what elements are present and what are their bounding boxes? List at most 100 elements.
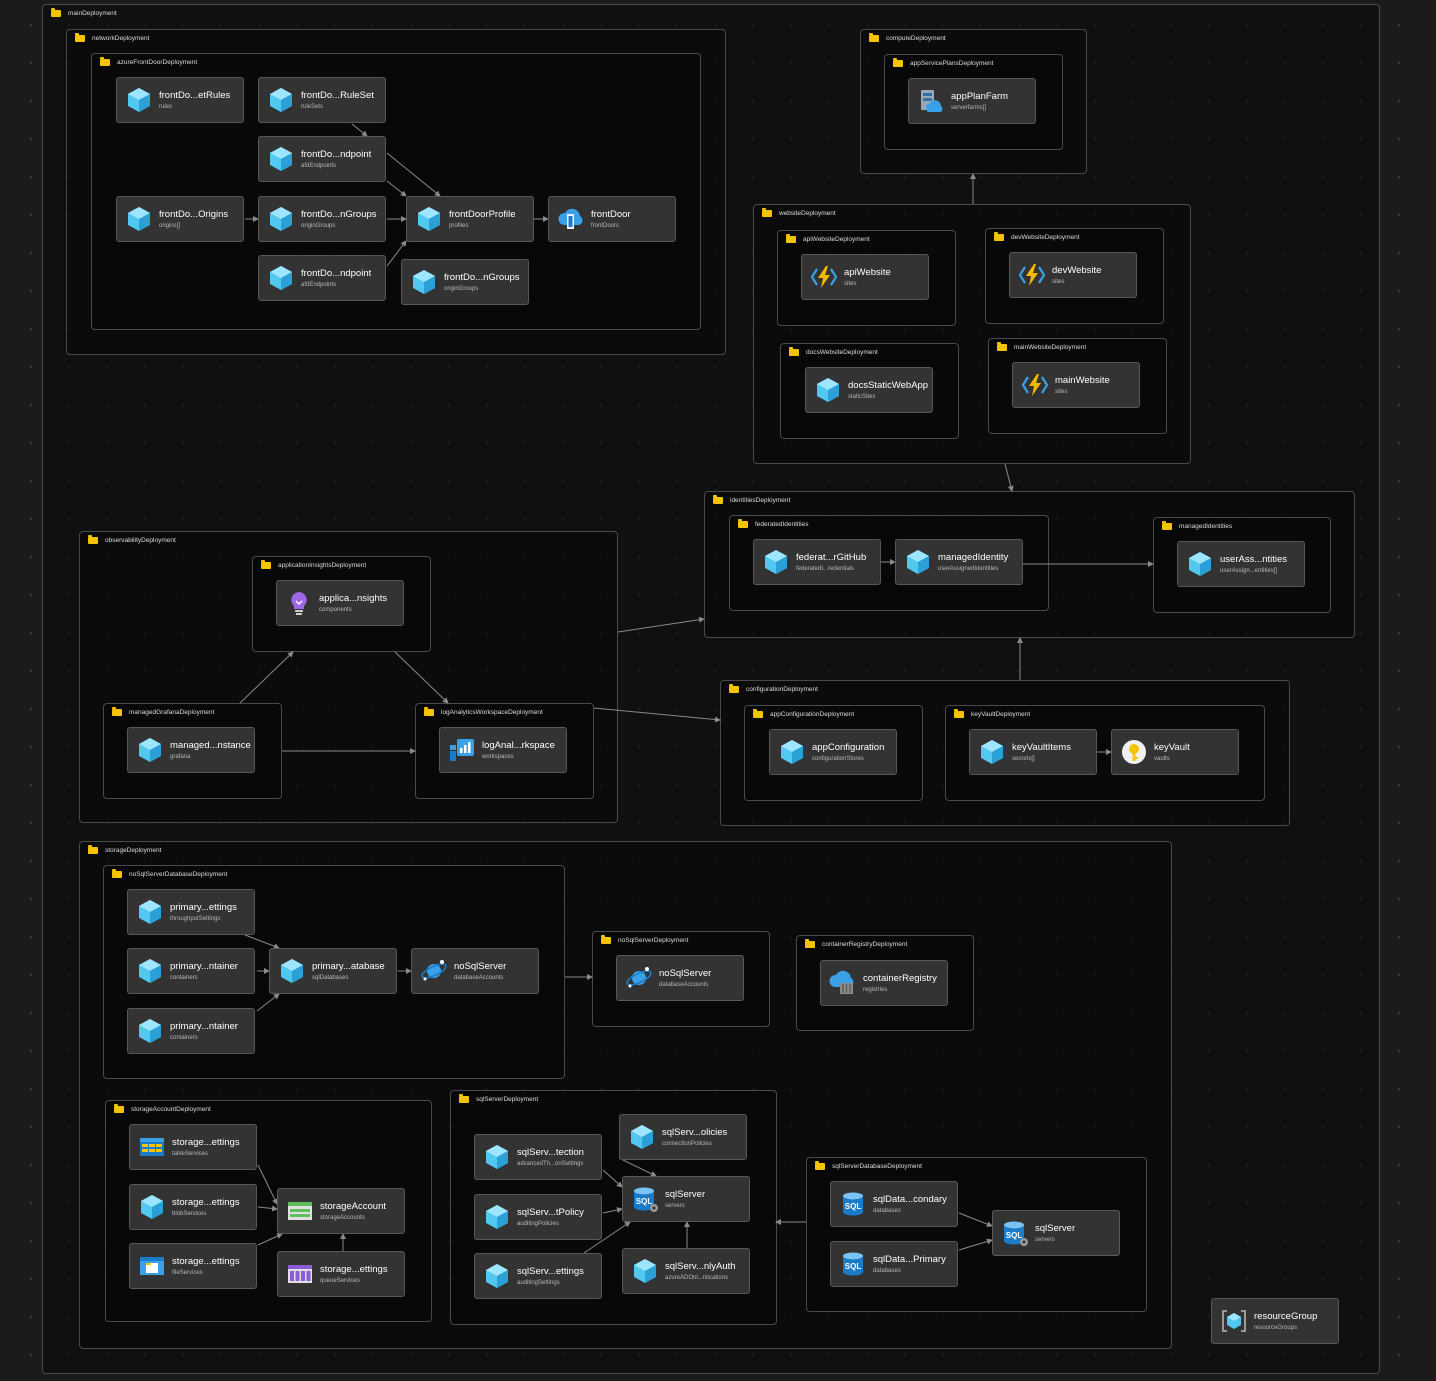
group-label: storageAccountDeployment <box>114 1104 211 1113</box>
function-icon <box>1018 261 1046 289</box>
node-type: throughputSettings <box>170 916 221 922</box>
node-type: fileServices <box>172 1270 203 1276</box>
node-type: vaults <box>1154 756 1170 762</box>
dependency-edge <box>257 1205 278 1212</box>
folder-icon <box>112 707 122 716</box>
node-type: advancedTh...onSettings <box>517 1161 584 1167</box>
dependency-edge <box>618 1157 657 1177</box>
folder-icon <box>805 939 815 948</box>
folder-icon <box>815 1161 825 1170</box>
queue-icon <box>286 1260 314 1288</box>
cosmos-icon <box>625 964 653 992</box>
node-type: containers <box>170 1035 198 1041</box>
group-label-text: docsWebsiteDeployment <box>806 349 878 356</box>
folder-icon <box>738 519 748 528</box>
node-title: sqlData...condary <box>873 1194 947 1205</box>
cube-icon <box>904 548 932 576</box>
registry-icon <box>829 969 857 997</box>
node-type: sites <box>844 281 857 287</box>
group-azureFrontDoorDeployment[interactable]: azureFrontDoorDeployment <box>91 53 701 330</box>
group-label-text: configurationDeployment <box>746 686 818 693</box>
node-type: afdEndpoints <box>301 282 337 288</box>
group-label: sqlServerDeployment <box>459 1094 538 1103</box>
cube-icon <box>267 264 295 292</box>
group-label: apiWebsiteDeployment <box>786 234 870 243</box>
sql-icon: SQL <box>1001 1219 1029 1247</box>
group-label-text: observabilityDeployment <box>105 537 176 544</box>
dependency-edge <box>386 180 407 197</box>
folder-icon <box>753 709 763 718</box>
function-icon <box>810 263 838 291</box>
node-type: auditingPolicies <box>517 1221 559 1227</box>
folder-icon <box>261 560 271 569</box>
node-title: sqlServer <box>665 1189 706 1200</box>
function-icon <box>1021 371 1049 399</box>
node-type: databases <box>873 1268 901 1274</box>
svg-text:SQL: SQL <box>1006 1231 1023 1240</box>
folder-icon <box>88 535 98 544</box>
cube-icon <box>136 957 164 985</box>
node-type: azureADOnl...ntications <box>665 1275 729 1281</box>
group-label: managedGrafanaDeployment <box>112 707 214 716</box>
node-type: workspaces <box>482 754 514 760</box>
svg-text:SQL: SQL <box>845 1262 862 1271</box>
node-title: storageAccount <box>320 1201 387 1212</box>
dependency-edge <box>257 1233 283 1246</box>
loganalytics-icon <box>448 736 476 764</box>
node-type: originGroups <box>444 286 479 292</box>
group-label: federatedIdentities <box>738 519 808 528</box>
node-type: configurationStores <box>812 756 864 762</box>
folder-icon <box>997 342 1007 351</box>
svg-text:SQL: SQL <box>636 1197 653 1206</box>
node-title: mainWebsite <box>1055 375 1110 386</box>
group-label-text: mainWebsiteDeployment <box>1014 344 1087 351</box>
node-title: managed...nstance <box>170 740 251 751</box>
